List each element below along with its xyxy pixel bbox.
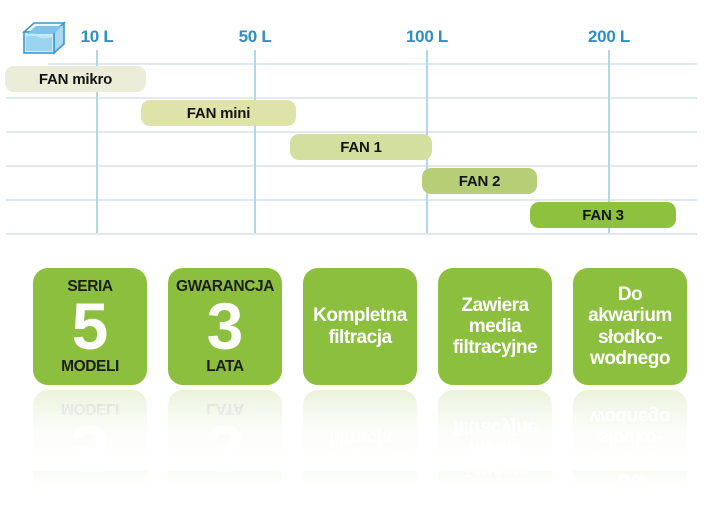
grid-line-h <box>48 63 697 65</box>
badge-do-akwarium: Do akwarium słodko- wodnego <box>573 268 687 385</box>
badge-zawiera-media: Zawiera media filtracyjne <box>438 390 552 507</box>
badge-text-line: filtracja <box>328 326 392 348</box>
badge-text-line: media <box>468 315 522 337</box>
bar-label: FAN 1 <box>340 138 382 156</box>
feature-badges: SERIA 5 MODELI GWARANCJA 3 LATA Kompletn… <box>0 268 720 385</box>
bar-label: FAN 2 <box>458 172 501 190</box>
badge-bottom-label: LATA <box>206 400 244 418</box>
badge-number: 5 <box>71 411 109 486</box>
badge-number: 3 <box>206 289 244 364</box>
badge-top-label: GWARANCJA <box>175 278 274 296</box>
badge-seria-modeli: SERIA 5 MODELI <box>33 390 147 507</box>
badge-do-akwarium: Do akwarium słodko- wodnego <box>573 390 687 507</box>
badge-text-line: filtracyjne <box>452 416 538 438</box>
grid-line-h <box>6 165 697 167</box>
badge-text-line: słodko- <box>597 427 663 449</box>
badge-text-line: wodnego <box>590 347 670 369</box>
badge-gwarancja-lata: GWARANCJA 3 LATA <box>168 268 282 385</box>
bar-label: FAN 3 <box>582 206 624 224</box>
badge-text-line: wodnego <box>590 406 670 428</box>
badge-text-line: filtracja <box>328 427 392 449</box>
badge-bottom-label: LATA <box>206 357 244 375</box>
badge-text-line: Do <box>617 283 643 305</box>
grid-line-h <box>6 233 697 235</box>
badge-gwarancja-lata: GWARANCJA 3 LATA <box>168 390 282 507</box>
badge-seria-modeli: SERIA 5 MODELI <box>33 268 147 385</box>
axis-tick-label: 100 L <box>406 27 448 46</box>
grid-line-v <box>96 50 98 233</box>
badge-kompletna-filtracja: Kompletna filtracja <box>303 268 417 385</box>
grid-line-h <box>6 97 697 99</box>
axis-tick-label: 10 L <box>80 27 114 46</box>
badge-text-line: media <box>468 438 522 460</box>
badge-number: 3 <box>206 411 244 486</box>
chart-bar-fan-mini: FAN mini <box>141 100 296 126</box>
badge-text-line: Zawiera <box>461 459 529 481</box>
grid-line-v <box>608 50 610 233</box>
badge-top-label: GWARANCJA <box>175 479 274 497</box>
badge-text-line: Zawiera <box>461 294 529 316</box>
chart-bar-fan-2: FAN 2 <box>422 168 537 194</box>
grid-line-v <box>254 50 256 233</box>
badge-bottom-label: MODELI <box>61 357 119 375</box>
chart-bar-fan-3: FAN 3 <box>530 202 676 228</box>
chart-bar-fan-mikro: FAN mikro <box>5 66 146 92</box>
aquarium-icon <box>21 21 67 55</box>
badge-text-line: Kompletna <box>313 448 407 470</box>
grid-line-h <box>6 199 697 201</box>
axis-tick-label: 200 L <box>588 27 630 46</box>
badge-zawiera-media: Zawiera media filtracyjne <box>438 268 552 385</box>
badge-top-label: SERIA <box>67 278 113 296</box>
badge-text-line: słodko- <box>597 326 663 348</box>
badge-text-line: akwarium <box>588 305 672 327</box>
bar-label: FAN mikro <box>38 70 113 88</box>
badge-bottom-label: MODELI <box>61 400 119 418</box>
badge-text-line: Do <box>617 470 643 492</box>
badges-reflection: SERIA 5 MODELI GWARANCJA 3 LATA Kompletn… <box>0 390 720 507</box>
axis-tick-label: 50 L <box>238 27 272 46</box>
chart-bar-fan-1: FAN 1 <box>290 134 432 160</box>
grid-line-h <box>6 131 697 133</box>
bar-label: FAN mini <box>186 104 251 122</box>
badge-text-line: Kompletna <box>313 305 407 327</box>
badge-text-line: akwarium <box>588 448 672 470</box>
badge-text-line: filtracyjne <box>452 337 538 359</box>
badge-top-label: SERIA <box>67 479 113 497</box>
badge-kompletna-filtracja: Kompletna filtracja <box>303 390 417 507</box>
badge-number: 5 <box>71 289 109 364</box>
